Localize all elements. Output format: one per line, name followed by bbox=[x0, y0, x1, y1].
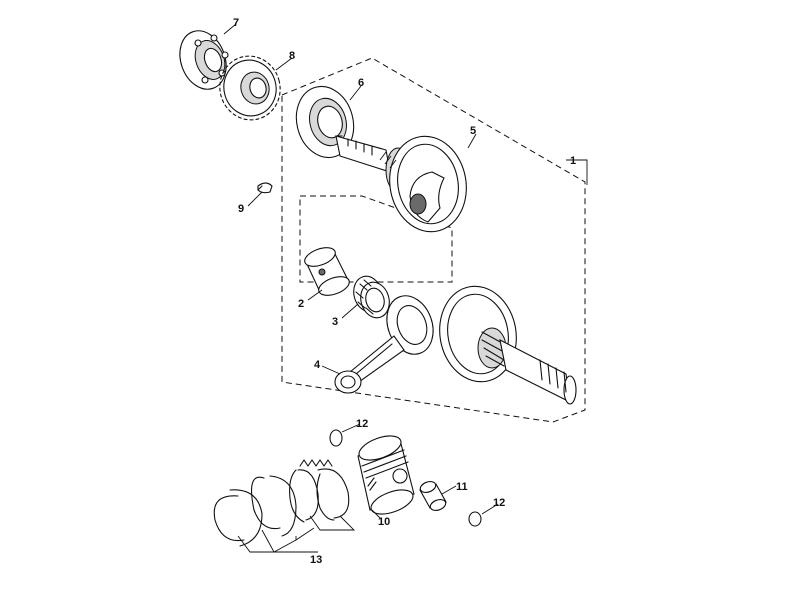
piston[interactable] bbox=[356, 431, 416, 519]
connecting-rod[interactable] bbox=[334, 289, 441, 394]
callout-7: 7 bbox=[233, 17, 239, 29]
leader-1 bbox=[566, 159, 588, 185]
leader-11 bbox=[441, 485, 457, 495]
piston-pin-clip-right[interactable] bbox=[468, 511, 482, 527]
callout-12a: 12 bbox=[356, 418, 368, 430]
ball-bearing[interactable] bbox=[172, 24, 234, 95]
leader-13 bbox=[237, 515, 356, 553]
callout-11: 11 bbox=[456, 481, 468, 493]
piston-ring-set[interactable] bbox=[213, 459, 350, 547]
callout-12b: 12 bbox=[493, 497, 505, 509]
piston-pin-clip-left[interactable] bbox=[329, 429, 343, 447]
leader-6 bbox=[349, 85, 362, 101]
callout-8: 8 bbox=[289, 50, 295, 62]
right-crank-half[interactable] bbox=[432, 280, 577, 405]
callout-3: 3 bbox=[332, 316, 338, 328]
callout-4: 4 bbox=[314, 359, 321, 371]
callout-10: 10 bbox=[378, 516, 390, 528]
callout-6: 6 bbox=[358, 77, 364, 89]
leader-12a bbox=[341, 423, 361, 433]
crankshaft-assembly-boundary bbox=[281, 57, 586, 423]
left-crank-half[interactable] bbox=[335, 130, 474, 238]
callout-1: 1 bbox=[570, 155, 576, 167]
needle-bearing[interactable] bbox=[350, 273, 393, 321]
callout-5: 5 bbox=[470, 125, 476, 137]
leader-9 bbox=[247, 191, 263, 207]
callout-2: 2 bbox=[298, 298, 304, 310]
callout-9: 9 bbox=[238, 203, 244, 215]
timing-sprocket[interactable] bbox=[213, 49, 288, 126]
leader-4 bbox=[321, 365, 341, 375]
crank-subassembly-boundary bbox=[299, 195, 453, 283]
piston-pin[interactable] bbox=[419, 480, 447, 513]
leader-7 bbox=[223, 23, 237, 35]
leader-12b bbox=[481, 503, 499, 515]
leader-5 bbox=[467, 133, 477, 149]
callout-13: 13 bbox=[310, 554, 322, 566]
crank-pin[interactable] bbox=[302, 244, 352, 299]
leader-3 bbox=[341, 303, 359, 319]
leader-8 bbox=[275, 57, 293, 71]
woodruff-key[interactable] bbox=[257, 182, 273, 194]
leader-10 bbox=[371, 509, 381, 519]
leader-2 bbox=[307, 289, 323, 301]
